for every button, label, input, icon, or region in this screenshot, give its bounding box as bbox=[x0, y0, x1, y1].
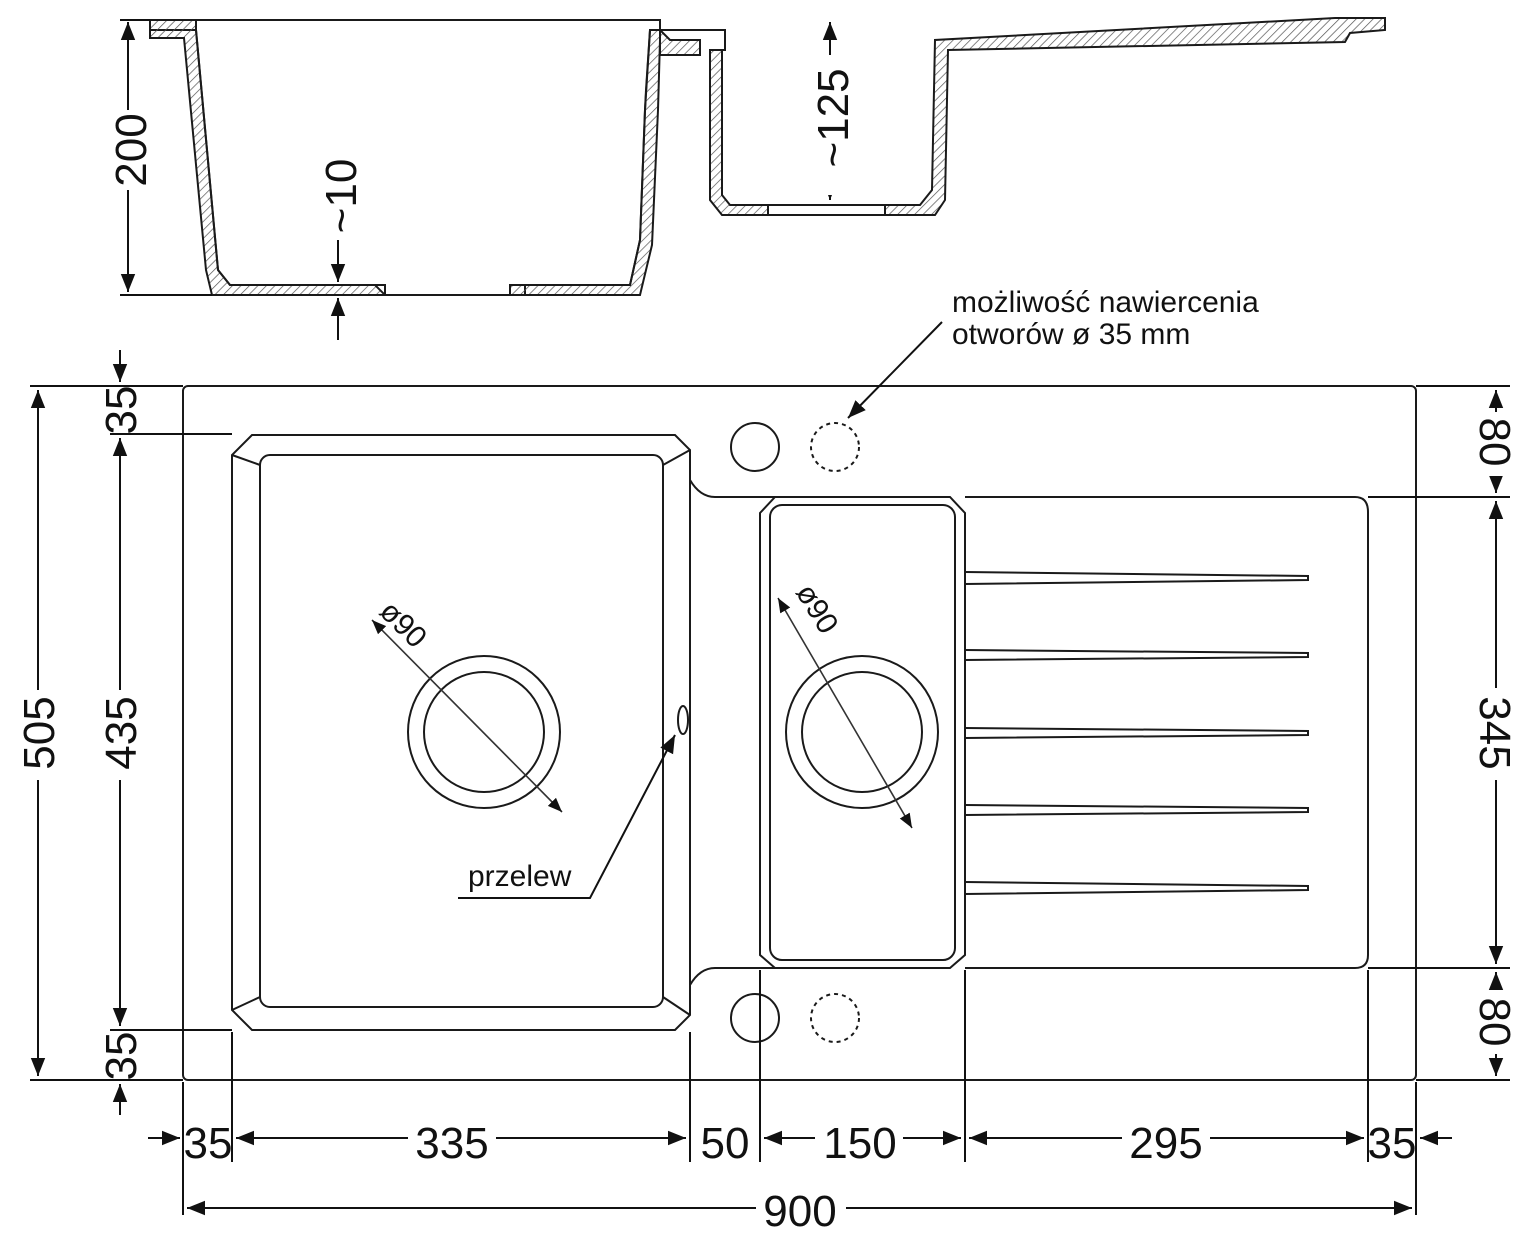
dim-right-middle: 345 bbox=[1470, 696, 1519, 769]
small-bowl-inner bbox=[769, 504, 956, 961]
dim-depth-main: 200 bbox=[107, 113, 156, 186]
overflow-label: przelew bbox=[468, 860, 572, 893]
dim-right-bottom: 80 bbox=[1470, 998, 1519, 1047]
overflow-hole bbox=[677, 705, 689, 735]
tap-hole-bottom bbox=[730, 993, 780, 1043]
drill-note-leader bbox=[847, 321, 943, 419]
dim-depth-small: ~125 bbox=[809, 68, 858, 167]
optional-hole-top bbox=[810, 422, 860, 472]
small-bowl-right-wall bbox=[884, 17, 1386, 216]
drill-note-line1: możliwość nawiercenia bbox=[952, 286, 1259, 319]
section-view bbox=[149, 17, 1386, 296]
tap-hole-top bbox=[730, 422, 780, 472]
dim-right-top: 80 bbox=[1470, 418, 1519, 467]
dim-total-height: 505 bbox=[15, 696, 64, 769]
main-bowl-inner bbox=[259, 454, 664, 1008]
dim-bottom-seg6: 35 bbox=[1368, 1119, 1417, 1168]
drain-main-label: ø90 bbox=[373, 595, 433, 655]
dim-bottom-seg4: 150 bbox=[823, 1119, 896, 1168]
dim-bottom-thickness: ~10 bbox=[317, 159, 366, 234]
drainer-ribs bbox=[964, 571, 1309, 895]
drain-leaders bbox=[371, 597, 913, 829]
main-bowl-hatch-right bbox=[509, 29, 661, 296]
main-bowl-hatch-left bbox=[149, 19, 388, 296]
optional-hole-bottom bbox=[810, 993, 860, 1043]
main-bowl-outer bbox=[231, 434, 691, 1031]
small-bowl-outer bbox=[759, 496, 966, 969]
dim-bottom-seg3: 50 bbox=[701, 1119, 750, 1168]
dim-bottom-total: 900 bbox=[763, 1187, 836, 1236]
drainer-area bbox=[965, 496, 1369, 969]
overflow-leader bbox=[458, 734, 676, 899]
dim-bottom-seg5: 295 bbox=[1129, 1119, 1202, 1168]
dim-bottom-seg1: 35 bbox=[184, 1119, 233, 1168]
drill-note-line2: otworów ø 35 mm bbox=[952, 318, 1190, 351]
dim-inner-height: 435 bbox=[97, 696, 146, 769]
small-drain-outer bbox=[785, 655, 939, 809]
dim-bottom-seg2: 335 bbox=[415, 1119, 488, 1168]
dim-bottom-margin: 35 bbox=[97, 1032, 146, 1081]
sink-outline bbox=[182, 385, 1417, 1081]
bowl-divider bbox=[657, 29, 769, 216]
plan-view bbox=[182, 385, 1417, 1081]
small-drain-inner bbox=[801, 671, 923, 793]
main-bowl-wall bbox=[149, 19, 661, 296]
dim-top-margin: 35 bbox=[97, 386, 146, 435]
